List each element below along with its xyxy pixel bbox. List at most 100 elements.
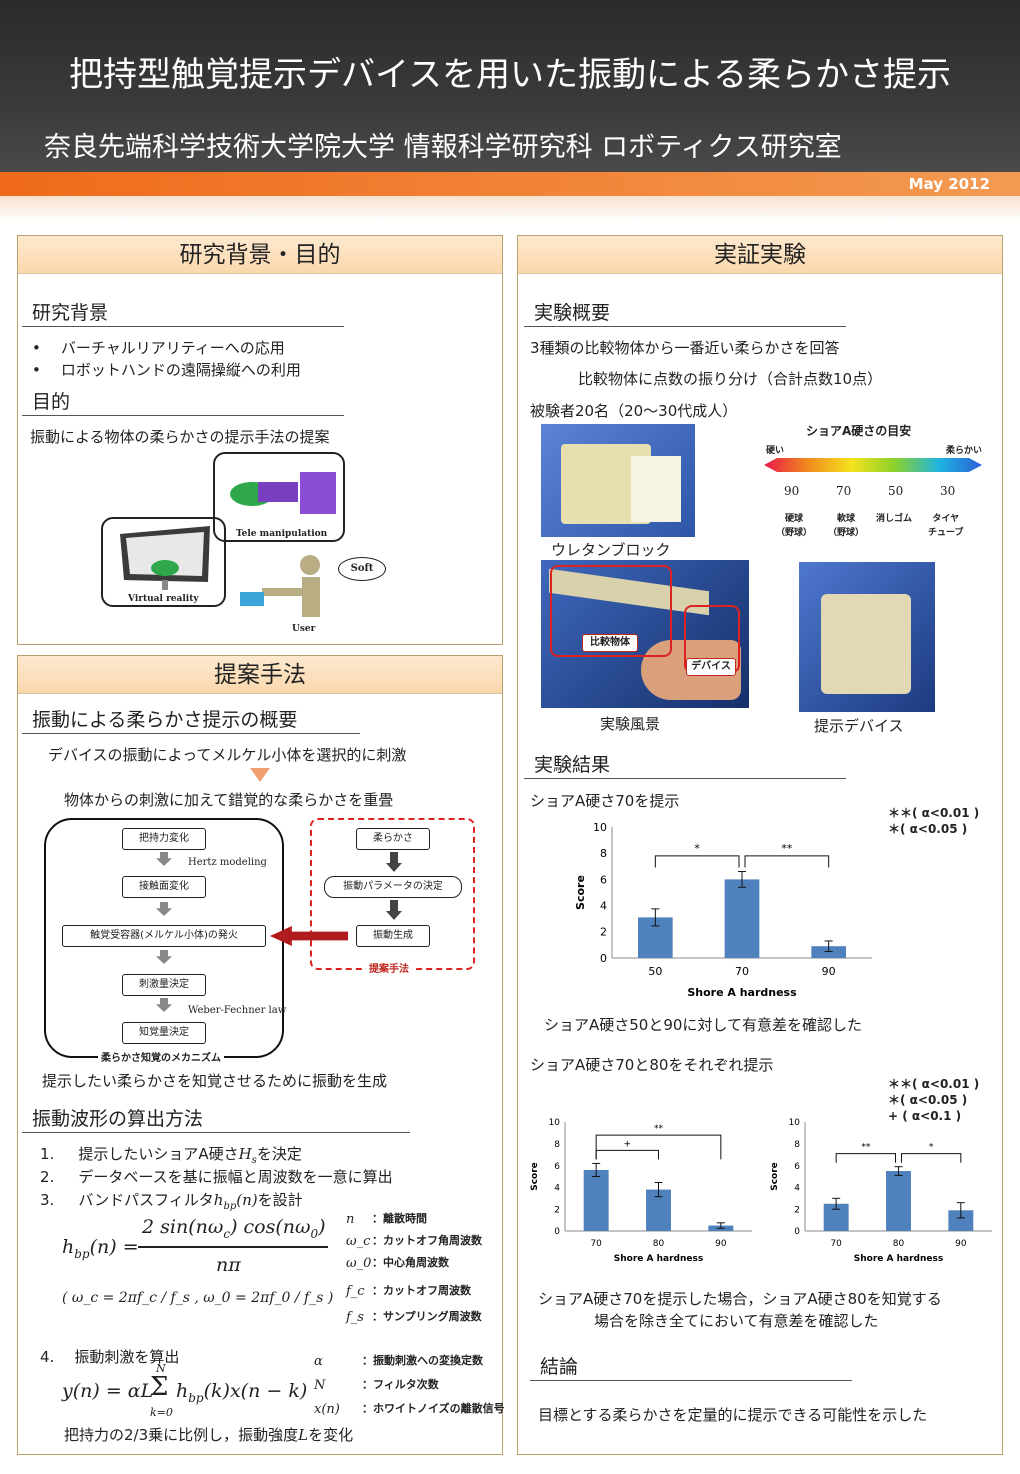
compare-object-tag: 比較物体 — [582, 634, 638, 652]
purpose-text: 振動による物体の柔らかさの提示手法の提案 — [30, 428, 330, 446]
sig-legend: ＊( α<0.05 ) — [888, 822, 968, 836]
formula-hbp: hbp(n) = — [62, 1236, 139, 1261]
significance-bracket — [595, 1134, 722, 1160]
scale-example: 消しゴム — [876, 514, 913, 524]
scale-example: 硬球 （野球） — [776, 514, 813, 538]
scale-tick: 50 — [888, 484, 904, 498]
y-tick-label: 0 — [554, 1227, 560, 1237]
significance-bracket — [744, 855, 830, 868]
x-tick-label: 70 — [830, 1239, 842, 1249]
scale-soft: 柔らかい — [946, 446, 983, 456]
user-illustration — [240, 555, 320, 617]
scene-caption: 実験風景 — [600, 715, 661, 733]
down-arrow-icon — [250, 768, 270, 782]
fraction-line — [138, 1246, 328, 1248]
bullet-item: •バーチャルリアリティーへの応用 — [32, 339, 285, 357]
proposal-caption: 提案手法 — [366, 963, 412, 977]
y-tick-label: 8 — [600, 847, 607, 860]
hardness-gradient-bar — [764, 458, 982, 472]
header-fade — [0, 196, 1020, 222]
x-axis-label: Shore A hardness — [687, 986, 797, 999]
y-tick-label: 10 — [593, 821, 607, 834]
flow-box: 把持力変化 — [122, 828, 206, 850]
method-line2: 物体からの刺激に加えて錯覚的な柔らかさを重畳 — [64, 791, 394, 809]
y-tick-label: 0 — [794, 1227, 800, 1237]
panel-title: 提案手法 — [18, 656, 502, 694]
date-label: May 2012 — [908, 175, 990, 193]
formula-omega: ( ω_c = 2πf_c / f_s , ω_0 = 2πf_0 / f_s … — [62, 1290, 334, 1306]
section-heading: 実験概要 — [524, 300, 846, 327]
symbol-list: n：離散時間 ω_c：カットオフ角周波数 ω_0：中心角周波数 f_c：カットオ… — [346, 1212, 482, 1325]
panel-title: 実証実験 — [518, 236, 1002, 274]
flow-box: 振動生成 — [356, 925, 430, 947]
x-tick-label: 90 — [715, 1239, 727, 1249]
experiment-scene-photo — [541, 560, 749, 708]
step-3: 3.バンドパスフィルタhbp(n)を設計 — [40, 1191, 303, 1212]
x-axis-label: Shore A hardness — [854, 1254, 943, 1264]
y-tick-label: 2 — [794, 1205, 800, 1215]
scale-example: タイヤ チューブ — [928, 514, 964, 538]
y-tick-label: 10 — [789, 1118, 801, 1128]
sig-legend: ＊( α<0.05 ) — [888, 1093, 968, 1107]
method-line3: 提示したい柔らかさを知覚させるために振動を生成 — [42, 1072, 388, 1090]
result1-title: ショアA硬さ70を提示 — [530, 792, 680, 810]
bar — [583, 1169, 609, 1231]
sig-legend: ＊＊( α<0.01 ) — [888, 1077, 980, 1091]
scale-hard: 硬い — [766, 446, 785, 456]
orange-bar — [0, 172, 1020, 196]
y-tick-label: 4 — [600, 899, 607, 912]
formula-denominator: nπ — [216, 1254, 241, 1276]
significance-bracket — [901, 1153, 962, 1163]
step-4: 4.振動刺激を算出 — [40, 1348, 180, 1366]
x-tick-label: 80 — [653, 1239, 665, 1249]
x-tick-label: 50 — [648, 965, 662, 978]
vr-label: Virtual reality — [128, 594, 199, 604]
user-label: User — [292, 624, 316, 634]
y-tick-label: 8 — [794, 1140, 800, 1150]
significance-label: * — [929, 1143, 934, 1153]
section-heading: 目的 — [22, 389, 344, 416]
section-heading: 結論 — [530, 1354, 852, 1381]
urethane-caption: ウレタンブロック — [551, 541, 671, 559]
y-tick-label: 4 — [794, 1184, 800, 1194]
tele-label: Tele manipulation — [236, 529, 328, 539]
x-tick-label: 70 — [590, 1239, 602, 1249]
panel-title: 研究背景・目的 — [18, 236, 502, 274]
formula-y: y(n) = αL — [62, 1380, 154, 1402]
exp-line1: 3種類の比較物体から一番近い柔らかさを回答 — [530, 339, 840, 357]
y-axis-label: Score — [574, 875, 587, 910]
symbol-list-2: α：振動刺激への変換定数 N：フィルタ次数 x(n)：ホワイトノイズの離散信号 — [314, 1354, 505, 1417]
y-axis-label: Score — [770, 1162, 780, 1191]
tele-manipulation-illustration — [230, 472, 336, 514]
flow-box: 接触面変化 — [122, 876, 206, 898]
y-tick-label: 10 — [549, 1118, 561, 1128]
final-line: 把持力の2/3乗に比例し，振動強度Lを変化 — [64, 1426, 354, 1444]
formula-numerator: 2 sin(nωc) cos(nω0) — [142, 1216, 326, 1241]
section-heading: 研究背景 — [22, 300, 344, 327]
compare-object-frame — [550, 565, 672, 657]
hertz-label: Hertz modeling — [188, 857, 267, 868]
scale-tick: 70 — [836, 484, 852, 498]
vr-frame — [101, 517, 226, 607]
section-heading: 振動波形の算出方法 — [22, 1106, 410, 1133]
significance-bracket — [595, 1149, 659, 1160]
step-1: 1.提示したいショアA硬さHsを決定 — [40, 1145, 302, 1166]
exp-line2: 比較物体に点数の振り分け（合計点数10点） — [578, 370, 883, 388]
y-tick-label: 2 — [554, 1205, 560, 1215]
flow-box: 刺激量決定 — [122, 974, 206, 996]
section-heading: 振動による柔らかさ提示の概要 — [22, 707, 360, 734]
sum-bottom: k=0 — [150, 1406, 173, 1419]
conclusion-text: 目標とする柔らかさを定量的に提示できる可能性を示した — [538, 1406, 928, 1424]
device-caption: 提示デバイス — [814, 717, 904, 735]
soft-bubble: Soft — [338, 557, 386, 581]
y-axis-label: Score — [530, 1162, 540, 1191]
y-tick-label: 4 — [554, 1184, 560, 1194]
x-axis-label: Shore A hardness — [614, 1254, 703, 1264]
scale-title: ショアA硬さの目安 — [806, 424, 912, 438]
panel-background: 研究背景・目的 — [17, 235, 503, 645]
result1-note: ショアA硬さ50と90に対して有意差を確認した — [544, 1016, 862, 1034]
exp-line3: 被験者20名（20〜30代成人） — [530, 402, 738, 420]
